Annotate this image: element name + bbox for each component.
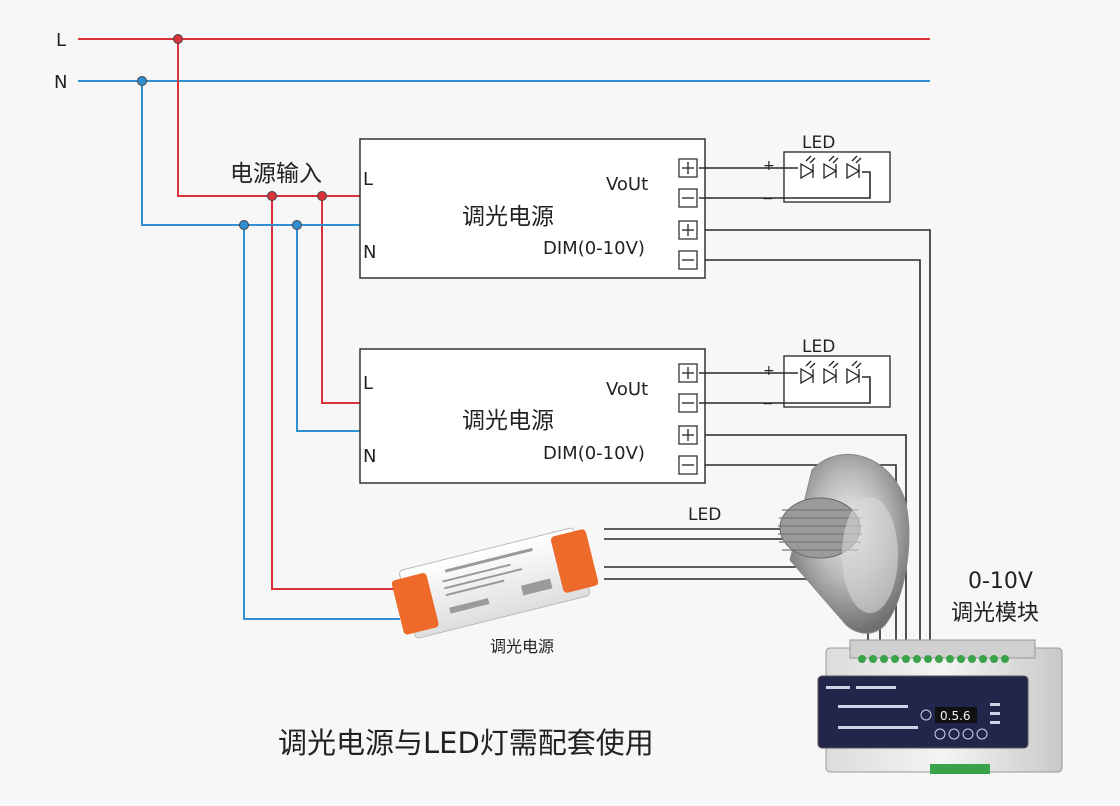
junction-dots [137,34,327,230]
led-string-1: LED + − [699,133,891,207]
dimming-module-image: 0-10V 调光模块 0.5.6 [817,569,1063,774]
dimming-driver-2: L N 调光电源 VoUt DIM(0-10V) [359,348,706,484]
photo-driver-caption: 调光电源 [490,637,554,656]
module-title-line1: 0-10V [968,569,1033,594]
module-panel-print [826,686,918,729]
live-wiring [177,39,395,590]
module-buttons [920,709,988,740]
lamp-led-label: LED [688,505,721,525]
driver2-l-label: L [363,373,373,394]
led-highbay-lamp-image [778,453,910,634]
driver1-terminal-minus-dim [678,250,698,270]
driver2-terminal-plus-dim [678,425,698,445]
power-input-label: 电源输入 [230,161,322,187]
led1-plus: + [763,158,775,174]
driver2-terminal-minus-dim [678,455,698,475]
led-string-2: LED + − [699,337,891,412]
footer-note: 调光电源与LED灯需配套使用 [278,726,654,760]
led1-label: LED [802,133,835,153]
driver2-dim-label: DIM(0-10V) [543,443,645,464]
driver1-l-label: L [363,169,373,190]
led-driver-photo [391,527,599,639]
driver2-title: 调光电源 [462,408,554,434]
driver2-terminal-plus-out [678,363,698,383]
line-l-label: L [56,30,66,51]
led2-label: LED [802,337,835,357]
driver1-terminal-plus-dim [678,220,698,240]
driver2-vout-label: VoUt [606,379,648,400]
driver1-terminal-minus-out [678,188,698,208]
neutral-wiring [141,81,400,620]
driver1-vout-label: VoUt [606,174,648,195]
driver1-n-label: N [363,242,376,263]
led1-minus: − [762,191,774,207]
led-diode-icons [800,360,862,385]
mains-lines: L N [54,30,930,93]
driver2-terminal-minus-out [678,393,698,413]
module-display: 0.5.6 [940,709,971,723]
line-n-label: N [54,72,67,93]
led2-plus: + [763,363,775,379]
terminal-block [858,655,1009,663]
led2-minus: − [762,396,774,412]
led-diode-icons [800,155,862,180]
driver1-terminal-plus-out [678,158,698,178]
driver2-n-label: N [363,446,376,467]
driver1-title: 调光电源 [462,204,554,230]
dimming-driver-1: L N 调光电源 VoUt DIM(0-10V) [359,138,706,279]
module-title-line2: 调光模块 [951,601,1039,626]
driver1-dim-label: DIM(0-10V) [543,238,645,259]
